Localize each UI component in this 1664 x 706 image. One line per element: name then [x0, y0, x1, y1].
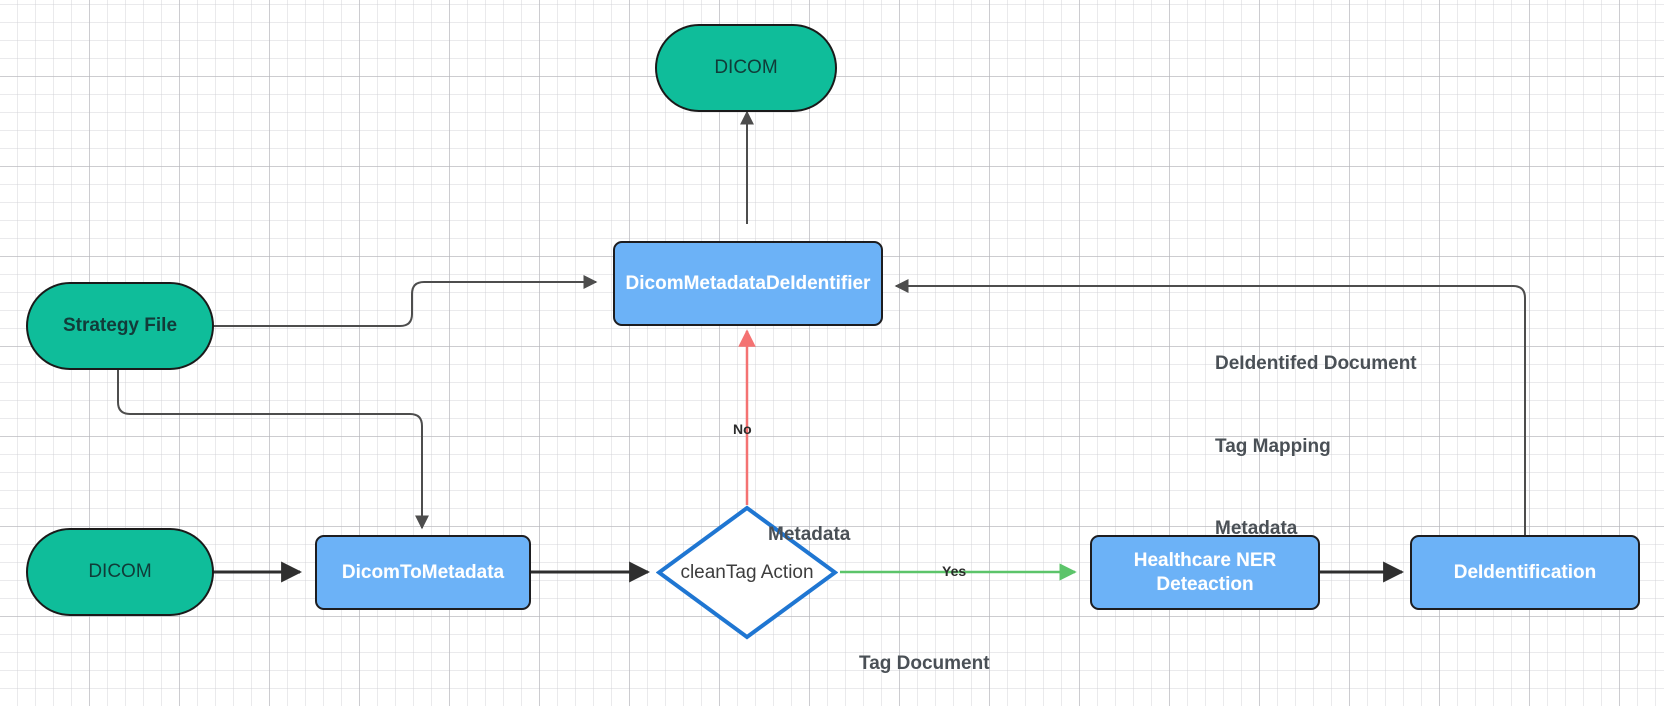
- note-line: Metadata: [1215, 518, 1298, 540]
- note-line: Tag Mapping: [1215, 435, 1331, 457]
- note-deidentified-outputs: DeIdentifed Document Tag Mapping Metadat…: [1215, 295, 1417, 598]
- node-dicom-metadata-deidentifier[interactable]: DicomMetadataDeIdentifier: [613, 241, 883, 326]
- node-cleantag-action[interactable]: cleanTag Action: [656, 505, 838, 640]
- node-dicom-output[interactable]: DICOM: [655, 24, 837, 112]
- node-label: DeIdentification: [1453, 561, 1597, 583]
- edge-label-text: Yes: [942, 563, 967, 579]
- note-line: Metadata: [768, 524, 851, 546]
- edge-label-yes: Yes: [942, 563, 966, 579]
- node-strategy-file[interactable]: Strategy File: [26, 282, 214, 370]
- node-label: cleanTag Action: [680, 561, 814, 583]
- node-label: Strategy File: [62, 315, 178, 337]
- note-metadata: Metadata: [768, 466, 850, 604]
- node-label: DicomToMetadata: [341, 561, 505, 583]
- node-label: DICOM: [88, 561, 152, 583]
- node-healthcare-ner-detection[interactable]: Healthcare NER Deteaction: [1090, 535, 1320, 610]
- note-line: DeIdentifed Document: [1215, 353, 1417, 375]
- edge-strategy-to-tometadata: [117, 364, 429, 530]
- edge-label-no: No: [733, 421, 752, 437]
- node-label: DicomMetadataDeIdentifier: [625, 272, 871, 294]
- note-tag-outputs: Tag Document Tag Mapping Metadata: [859, 595, 990, 706]
- note-line: Tag Document: [859, 653, 990, 675]
- edge-label-text: No: [733, 421, 752, 437]
- edge-strategy-to-deidentmeta: [212, 275, 598, 327]
- node-deidentification[interactable]: DeIdentification: [1410, 535, 1640, 610]
- node-label: DICOM: [714, 57, 778, 79]
- node-dicom-input[interactable]: DICOM: [26, 528, 214, 616]
- node-dicom-to-metadata[interactable]: DicomToMetadata: [315, 535, 531, 610]
- edge-deidentification-to-deidentmeta: [894, 279, 1526, 540]
- node-label: Healthcare NER Deteaction: [1133, 550, 1277, 595]
- diamond-shape: [656, 505, 838, 640]
